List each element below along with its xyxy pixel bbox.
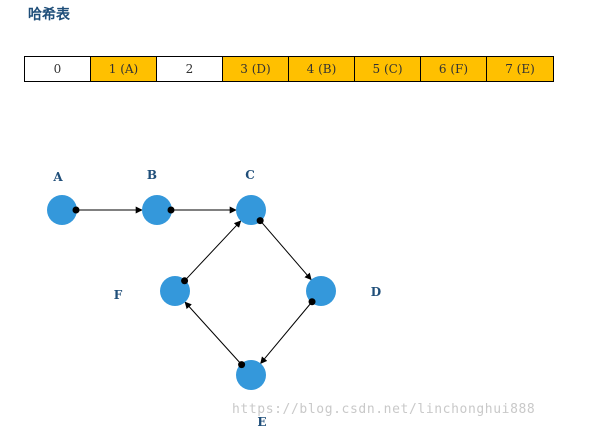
node-b (142, 195, 172, 225)
page-title: 哈希表 (28, 7, 70, 23)
node-label-c: C (245, 168, 255, 182)
edge-start-dot (308, 298, 316, 306)
hash-cell-4: 4 (B) (289, 57, 355, 81)
node-label-e: E (257, 415, 266, 429)
hash-cell-7: 7 (E) (487, 57, 553, 81)
hash-cell-6: 6 (F) (421, 57, 487, 81)
node-label-a: A (52, 170, 63, 184)
nodes-layer: A B C D E F (47, 168, 381, 429)
hash-cell-1: 1 (A) (91, 57, 157, 81)
hash-cell-5: 5 (C) (355, 57, 421, 81)
node-label-d: D (371, 285, 381, 299)
node-label-b: B (147, 168, 157, 182)
node-d (306, 276, 336, 306)
hash-cell-0: 0 (25, 57, 91, 81)
hash-cell-2: 2 (157, 57, 223, 81)
node-c (236, 195, 266, 225)
node-a (47, 195, 77, 225)
hash-table: 0 1 (A) 2 3 (D) 4 (B) 5 (C) 6 (F) 7 (E) (24, 56, 554, 82)
hash-cell-3: 3 (D) (223, 57, 289, 81)
edge-c-d (259, 220, 312, 281)
edge-e-f (184, 301, 242, 365)
edges-layer (76, 206, 313, 365)
edge-d-e (260, 301, 313, 365)
edge-start-dot (181, 277, 189, 285)
edge-start-dot (238, 361, 246, 369)
edge-start-dot (72, 206, 80, 214)
watermark: https://blog.csdn.net/linchonghui888 (232, 402, 536, 417)
edge-f-c (184, 220, 242, 282)
edge-start-dot (256, 217, 264, 225)
edge-start-dot (167, 206, 175, 214)
node-label-f: F (114, 288, 123, 302)
